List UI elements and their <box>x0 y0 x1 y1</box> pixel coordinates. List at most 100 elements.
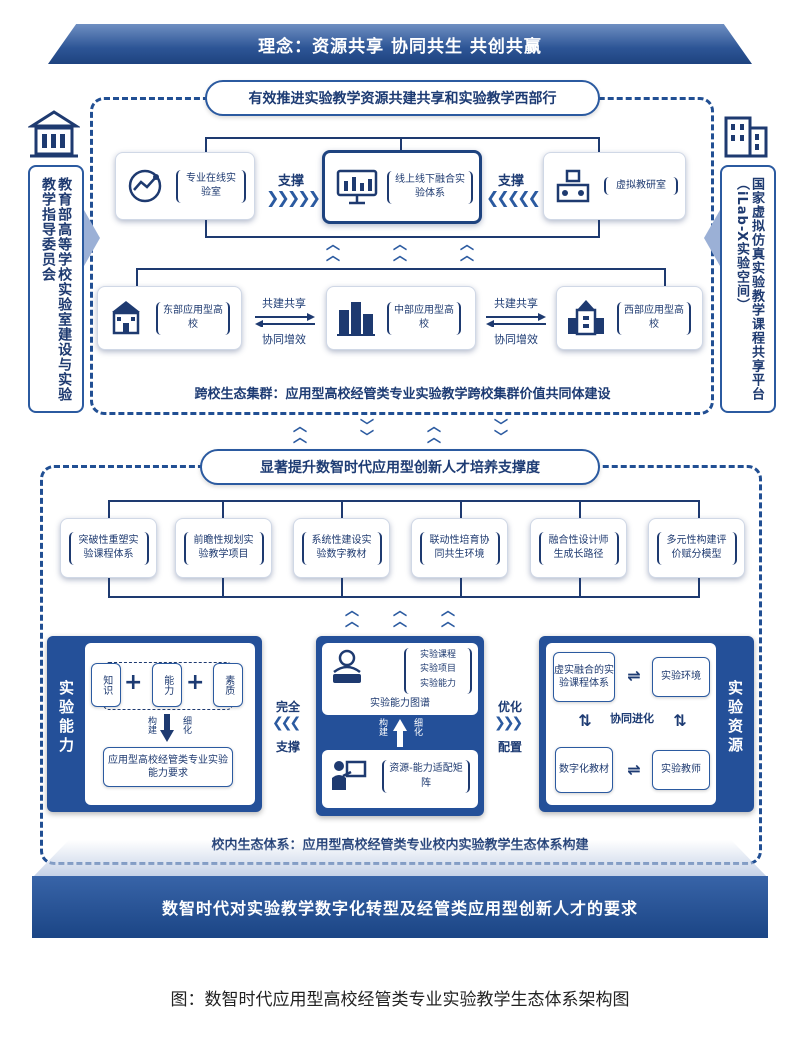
connector-line <box>222 578 224 596</box>
connector-line <box>108 578 110 596</box>
measure-card-3: 系统性建设实验数字教材 <box>293 518 390 578</box>
connector-line <box>698 500 700 518</box>
refine-label-2: 细化 <box>412 718 422 736</box>
online-lab-card: 专业在线实验室 <box>115 152 255 220</box>
digital-textbook-box: 数字化教材 <box>555 747 613 793</box>
capability-box: 能力 <box>152 663 182 707</box>
up-arrow-icon: ︿︿ <box>427 419 441 446</box>
up-arrow-icon <box>393 719 407 751</box>
lab-environment-box: 实验环境 <box>652 657 710 697</box>
plus-icon: + <box>124 670 143 695</box>
tower-building-icon <box>568 300 604 336</box>
down-arrow-icon: ﹀﹀ <box>360 419 374 446</box>
refine-label: 细化 <box>181 716 191 734</box>
virtual-course-box: 虚实融合的实验课程体系 <box>553 652 615 702</box>
connector-line <box>136 268 138 286</box>
exchange-arrow-icon: ⇅ <box>578 711 592 730</box>
optimize-label-1: 优化 <box>497 700 522 714</box>
full-support-label-2: 支撑 <box>275 740 300 754</box>
plus-icon: + <box>186 670 205 695</box>
up-arrow-icon: ︿︿ <box>460 237 474 264</box>
blended-system-card: 线上线下融合实验体系 <box>322 150 482 224</box>
teacher-board-icon <box>329 756 369 800</box>
middle-title: 显著提升数智时代应用型创新人才培养支撑度 <box>200 449 600 485</box>
connector-line <box>222 500 224 518</box>
city-building-icon <box>337 302 375 336</box>
exchange-arrow-icon: ⇌ <box>627 760 641 779</box>
upper-title: 有效推进实验教学资源共建共享和实验教学西部行 <box>205 80 600 116</box>
base-bar: 数智时代对实验教学数字化转型及经管类应用型创新人才的要求 <box>32 876 768 938</box>
platform-text: 国家虚拟仿真实验教学课程共享平台（iLab-X实验空间） <box>734 177 764 401</box>
full-support-arrows: ❮❮❮ <box>272 715 301 731</box>
virtual-research-icon <box>556 169 590 203</box>
exchange-arrow-icon: ⇌ <box>627 666 641 685</box>
connector-line <box>460 500 462 518</box>
up-arrow-icon: ︿︿ <box>293 419 307 446</box>
bidirectional-arrow-icon <box>253 312 317 331</box>
measure-card-4: 联动性培育协同共生环境 <box>411 518 508 578</box>
lab-teacher-box: 实验教师 <box>652 750 710 790</box>
down-arrow-icon <box>160 714 174 742</box>
coevolution-label: 协同进化 <box>610 712 654 725</box>
connector-line <box>579 500 581 518</box>
connector-line <box>698 578 700 596</box>
up-arrow-icon: ︿︿ <box>393 237 407 264</box>
ministry-building-icon <box>26 110 82 162</box>
virtual-research-label: 虚拟教研室 <box>604 176 678 196</box>
measure-card-5: 融合性设计师生成长路径 <box>530 518 627 578</box>
ability-requirement-box: 应用型高校经管类专业实验能力要求 <box>103 747 233 787</box>
figure-caption: 图：数智时代应用型高校经管类专业实验教学生态体系架构图 <box>170 990 630 1010</box>
connector-line <box>108 500 110 518</box>
left-side-pointer-icon <box>84 210 100 266</box>
up-arrow-icon: ︿︿ <box>326 237 340 264</box>
user-icon <box>329 648 365 688</box>
connector-line <box>341 500 343 518</box>
synergy-left-label: 协同增效 <box>262 333 306 346</box>
matrix-label: 资源-能力适配矩阵 <box>382 760 470 793</box>
west-school-label: 西部应用型高校 <box>617 301 691 335</box>
online-lab-label: 专业在线实验室 <box>176 169 246 203</box>
ministry-committee-box: 教育部高等学校实验室建设与实验教学指导委员会 <box>28 165 84 413</box>
right-side-pointer-icon <box>704 210 720 266</box>
up-arrow-icon: ︿︿ <box>441 603 455 630</box>
ministry-committee-text: 教育部高等学校实验室建设与实验教学指导委员会 <box>40 177 73 402</box>
base-stage <box>32 840 768 878</box>
connector-line <box>205 236 600 238</box>
up-arrow-icon: ︿︿ <box>393 603 407 630</box>
school-building-icon <box>112 301 140 335</box>
online-lab-icon <box>128 169 162 203</box>
connector-line <box>460 578 462 596</box>
connector-line <box>108 500 700 502</box>
knowledge-box: 知识 <box>91 663 121 707</box>
up-arrow-icon: ︿︿ <box>345 603 359 630</box>
west-school-card: 西部应用型高校 <box>556 286 703 350</box>
exchange-arrow-icon: ⇅ <box>673 711 687 730</box>
blended-system-label: 线上线下融合实验体系 <box>387 170 473 204</box>
base-text: 数智时代对实验教学数字化转型及经管类应用型创新人才的要求 <box>161 899 638 918</box>
measure-card-1: 突破性重塑实验课程体系 <box>60 518 157 578</box>
optimize-arrows: ❯❯❯ <box>494 715 523 731</box>
synergy-right-label: 协同增效 <box>494 333 538 346</box>
connector-line <box>400 137 402 152</box>
measure-card-6: 多元性构建评价赋分模型 <box>648 518 745 578</box>
support-right-arrows: ❮❮❮❮❮ <box>486 188 541 207</box>
map-items-group: 实验课程 实验项目 实验能力 <box>404 648 472 694</box>
ability-map-title: 实验能力图谱 <box>370 698 430 709</box>
ability-panel-title: 实验能力 <box>57 680 75 756</box>
quality-box: 素质 <box>213 663 243 707</box>
optimize-label-2: 配置 <box>497 740 522 754</box>
connector-line <box>664 268 666 286</box>
mid-school-label: 中部应用型高校 <box>387 301 461 335</box>
full-support-label-1: 完全 <box>275 700 300 714</box>
bidirectional-arrow-icon <box>484 312 548 331</box>
support-left-label: 支撑 <box>277 174 304 189</box>
monitor-icon <box>336 169 378 205</box>
platform-box: 国家虚拟仿真实验教学课程共享平台（iLab-X实验空间） <box>720 165 776 413</box>
upper-footer: 跨校生态集群：应用型高校经管类专业实验教学跨校集群价值共同体建设 <box>194 387 611 402</box>
build-share-right-label: 共建共享 <box>494 297 538 310</box>
virtual-research-card: 虚拟教研室 <box>543 152 686 220</box>
resource-panel-title: 实验资源 <box>726 680 744 756</box>
build-label: 构建 <box>146 716 156 734</box>
down-arrow-icon: ﹀﹀ <box>494 419 508 446</box>
connector-line <box>108 596 700 598</box>
